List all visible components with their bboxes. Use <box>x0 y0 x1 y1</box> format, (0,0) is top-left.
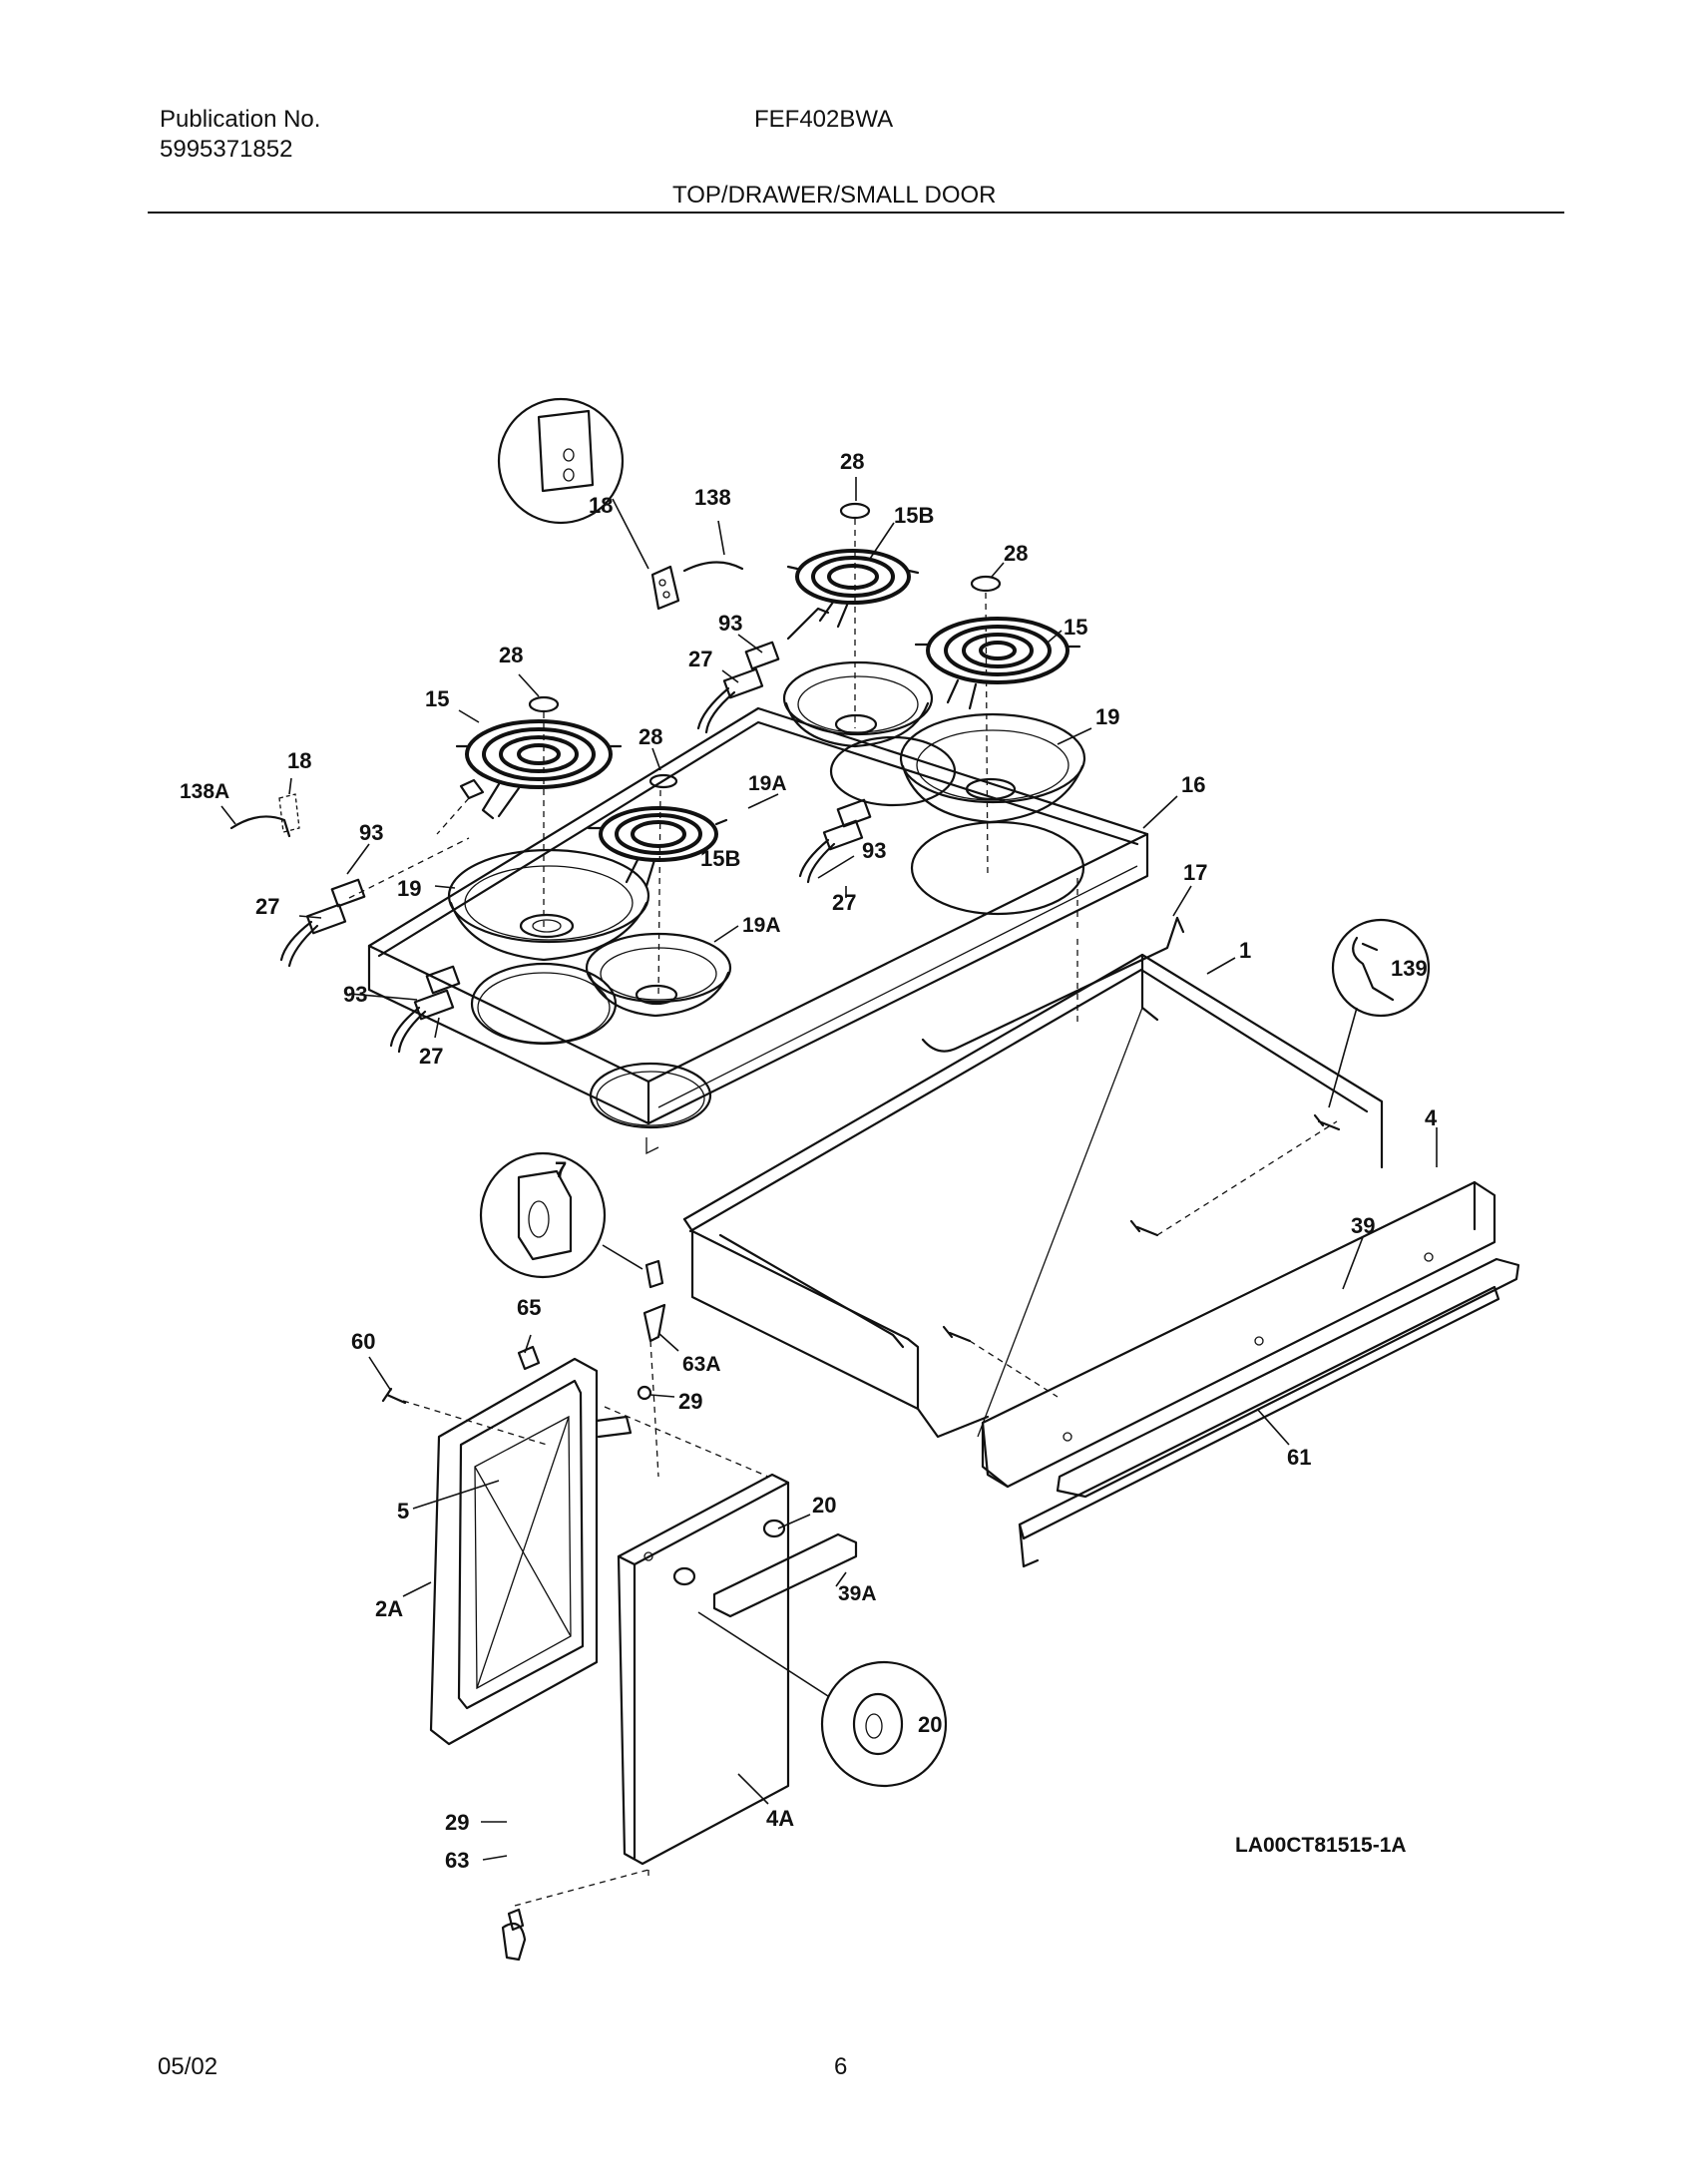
callout-93-front-left: 93 <box>343 982 367 1007</box>
coil-burner-left <box>455 719 623 820</box>
model-number: FEF402BWA <box>754 106 894 133</box>
callout-139: 139 <box>1391 956 1428 981</box>
header-rule <box>148 212 1564 214</box>
callout-20-inset: 20 <box>918 1712 942 1737</box>
inset-detail-7 <box>479 1151 664 1289</box>
callout-15-right: 15 <box>1064 615 1087 640</box>
callout-27-rear-right: 27 <box>688 647 712 671</box>
callout-28-right: 28 <box>1004 541 1028 566</box>
drip-pan-back-small <box>782 660 934 748</box>
door-panel <box>617 1473 790 1866</box>
burner-cap-back <box>839 502 871 520</box>
callout-7: 7 <box>555 1157 567 1182</box>
callout-63a: 63A <box>682 1353 721 1376</box>
callout-27-rear-left: 27 <box>255 894 279 919</box>
bracket-18-rear <box>650 561 744 611</box>
callout-5: 5 <box>397 1499 409 1524</box>
callout-18-inset: 18 <box>589 493 613 518</box>
publication-label: Publication No. <box>160 106 321 133</box>
bracket-18-left <box>229 793 300 838</box>
drawer-slide <box>1018 1285 1500 1568</box>
leader-lines <box>220 477 1438 1861</box>
callout-93-rear-right: 93 <box>718 611 742 636</box>
door-liner <box>429 1357 633 1746</box>
footer-date: 05/02 <box>158 2053 218 2080</box>
callout-63: 63 <box>445 1848 469 1873</box>
coil-burner-front-small <box>587 806 728 888</box>
callout-16: 16 <box>1181 772 1205 797</box>
callout-93-front-right: 93 <box>862 838 886 863</box>
callout-61: 61 <box>1287 1445 1311 1470</box>
drip-pan-right <box>899 712 1086 824</box>
inset-detail-18 <box>497 397 649 570</box>
drawer-front-panel <box>981 1180 1496 1489</box>
coil-burner-back-small <box>786 549 920 629</box>
callout-labels: 18 138 28 15B 28 93 27 15 28 15 19 138A … <box>180 449 1438 1873</box>
callout-27-front-right: 27 <box>832 890 856 915</box>
callout-2a: 2A <box>375 1596 403 1621</box>
callout-19a-front: 19A <box>742 914 781 937</box>
door-handle <box>672 1519 858 1618</box>
callout-18-left: 18 <box>287 748 311 773</box>
callout-15b-back: 15B <box>894 503 934 528</box>
burner-cap-right <box>970 575 1002 593</box>
callout-4: 4 <box>1425 1105 1438 1130</box>
callout-65: 65 <box>517 1295 541 1320</box>
callout-19-right: 19 <box>1095 704 1119 729</box>
callout-138a: 138A <box>180 780 229 803</box>
callout-4a: 4A <box>766 1806 794 1831</box>
publication-number: 5995371852 <box>160 136 293 163</box>
drawing-code: LA00CT81515-1A <box>1235 1834 1407 1857</box>
receptacle-right-front <box>798 798 872 884</box>
callout-19a-back: 19A <box>748 772 787 795</box>
receptacle-right-rear <box>696 607 830 734</box>
drawer-body <box>682 938 1384 1439</box>
callout-15b-front: 15B <box>700 846 740 871</box>
callout-29-upper: 29 <box>678 1389 702 1414</box>
callout-138: 138 <box>694 485 731 510</box>
burner-cap-front <box>648 773 678 789</box>
callout-29-lower: 29 <box>445 1810 469 1835</box>
screws <box>942 1113 1341 1398</box>
callout-28-front: 28 <box>639 724 662 749</box>
section-title: TOP/DRAWER/SMALL DOOR <box>672 182 997 209</box>
callout-1: 1 <box>1239 938 1251 963</box>
receptacle-left-rear <box>279 878 366 968</box>
drawer-handle <box>1056 1257 1520 1499</box>
burner-cap-left <box>528 695 560 713</box>
coil-burner-right <box>914 617 1081 710</box>
inset-detail-20 <box>697 1611 948 1788</box>
callout-28-left: 28 <box>499 643 523 667</box>
receptacle-left-front <box>389 965 461 1054</box>
rear-lead-connector <box>436 778 485 835</box>
trim-rail <box>921 916 1185 1053</box>
callout-15-left: 15 <box>425 686 449 711</box>
callout-39: 39 <box>1351 1213 1375 1238</box>
callout-28-back: 28 <box>840 449 864 474</box>
door-hinge-parts <box>381 1303 769 1962</box>
callout-17: 17 <box>1183 860 1207 885</box>
callout-20-handle: 20 <box>812 1493 836 1518</box>
callout-19-left: 19 <box>397 876 421 901</box>
callout-60: 60 <box>351 1329 375 1354</box>
callout-39a: 39A <box>838 1582 877 1605</box>
page-number: 6 <box>834 2053 848 2080</box>
inset-detail-139 <box>1328 918 1431 1108</box>
callout-27-front-left: 27 <box>419 1044 443 1069</box>
drip-pan-left <box>447 848 650 962</box>
alignment-lines <box>348 519 1078 999</box>
callout-93-rear-left: 93 <box>359 820 383 845</box>
